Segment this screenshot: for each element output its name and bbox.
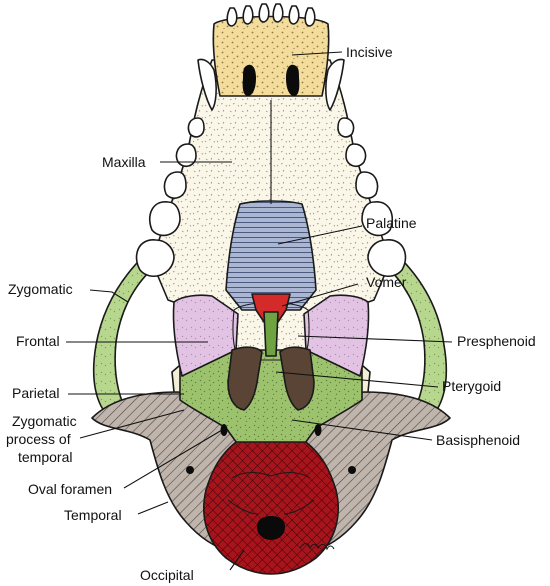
label-zygomatic-process-1: Zygomatic [12,413,77,429]
canine-tooth-left [197,58,217,111]
cheek-teeth-left [135,117,205,278]
pterygoid-bone-right [279,346,315,411]
label-zygomatic-process-3: temporal [18,449,72,465]
temporal-bone-right [301,391,451,553]
occipital-bone [203,441,339,575]
label-zygomatic-process-2: process of [6,431,71,447]
label-basisphenoid: Basisphenoid [436,432,520,448]
label-zygomatic: Zygomatic [8,281,73,297]
oval-foramen-left [220,424,228,436]
incisive-foramen-right [286,64,300,96]
label-temporal: Temporal [64,507,122,523]
label-occipital: Occipital [140,567,194,583]
cheek-teeth-right [337,117,407,278]
canine-tooth-right [325,58,345,111]
pterygoid-bone-left [227,346,263,411]
label-maxilla: Maxilla [102,154,146,170]
label-parietal: Parietal [12,385,59,401]
leader-lines [66,51,453,571]
oval-foramen-right [314,424,322,436]
label-vomer: Vomer [366,274,407,290]
foramen-magnum [256,516,286,540]
label-presphenoid: Presphenoid [457,333,536,349]
artist-signature [299,542,335,551]
label-incisive: Incisive [346,44,393,60]
label-palatine: Palatine [366,215,417,231]
label-frontal: Frontal [16,333,60,349]
palatine-bone [225,200,317,311]
presphenoid-bone [263,311,279,357]
temporal-bone-left [91,391,241,553]
incisive-bone [212,15,330,97]
label-pterygoid: Pterygoid [442,378,501,394]
incisive-foramen-left [242,64,256,96]
incisor-teeth [226,3,316,27]
label-oval-foramen: Oval foramen [28,481,112,497]
